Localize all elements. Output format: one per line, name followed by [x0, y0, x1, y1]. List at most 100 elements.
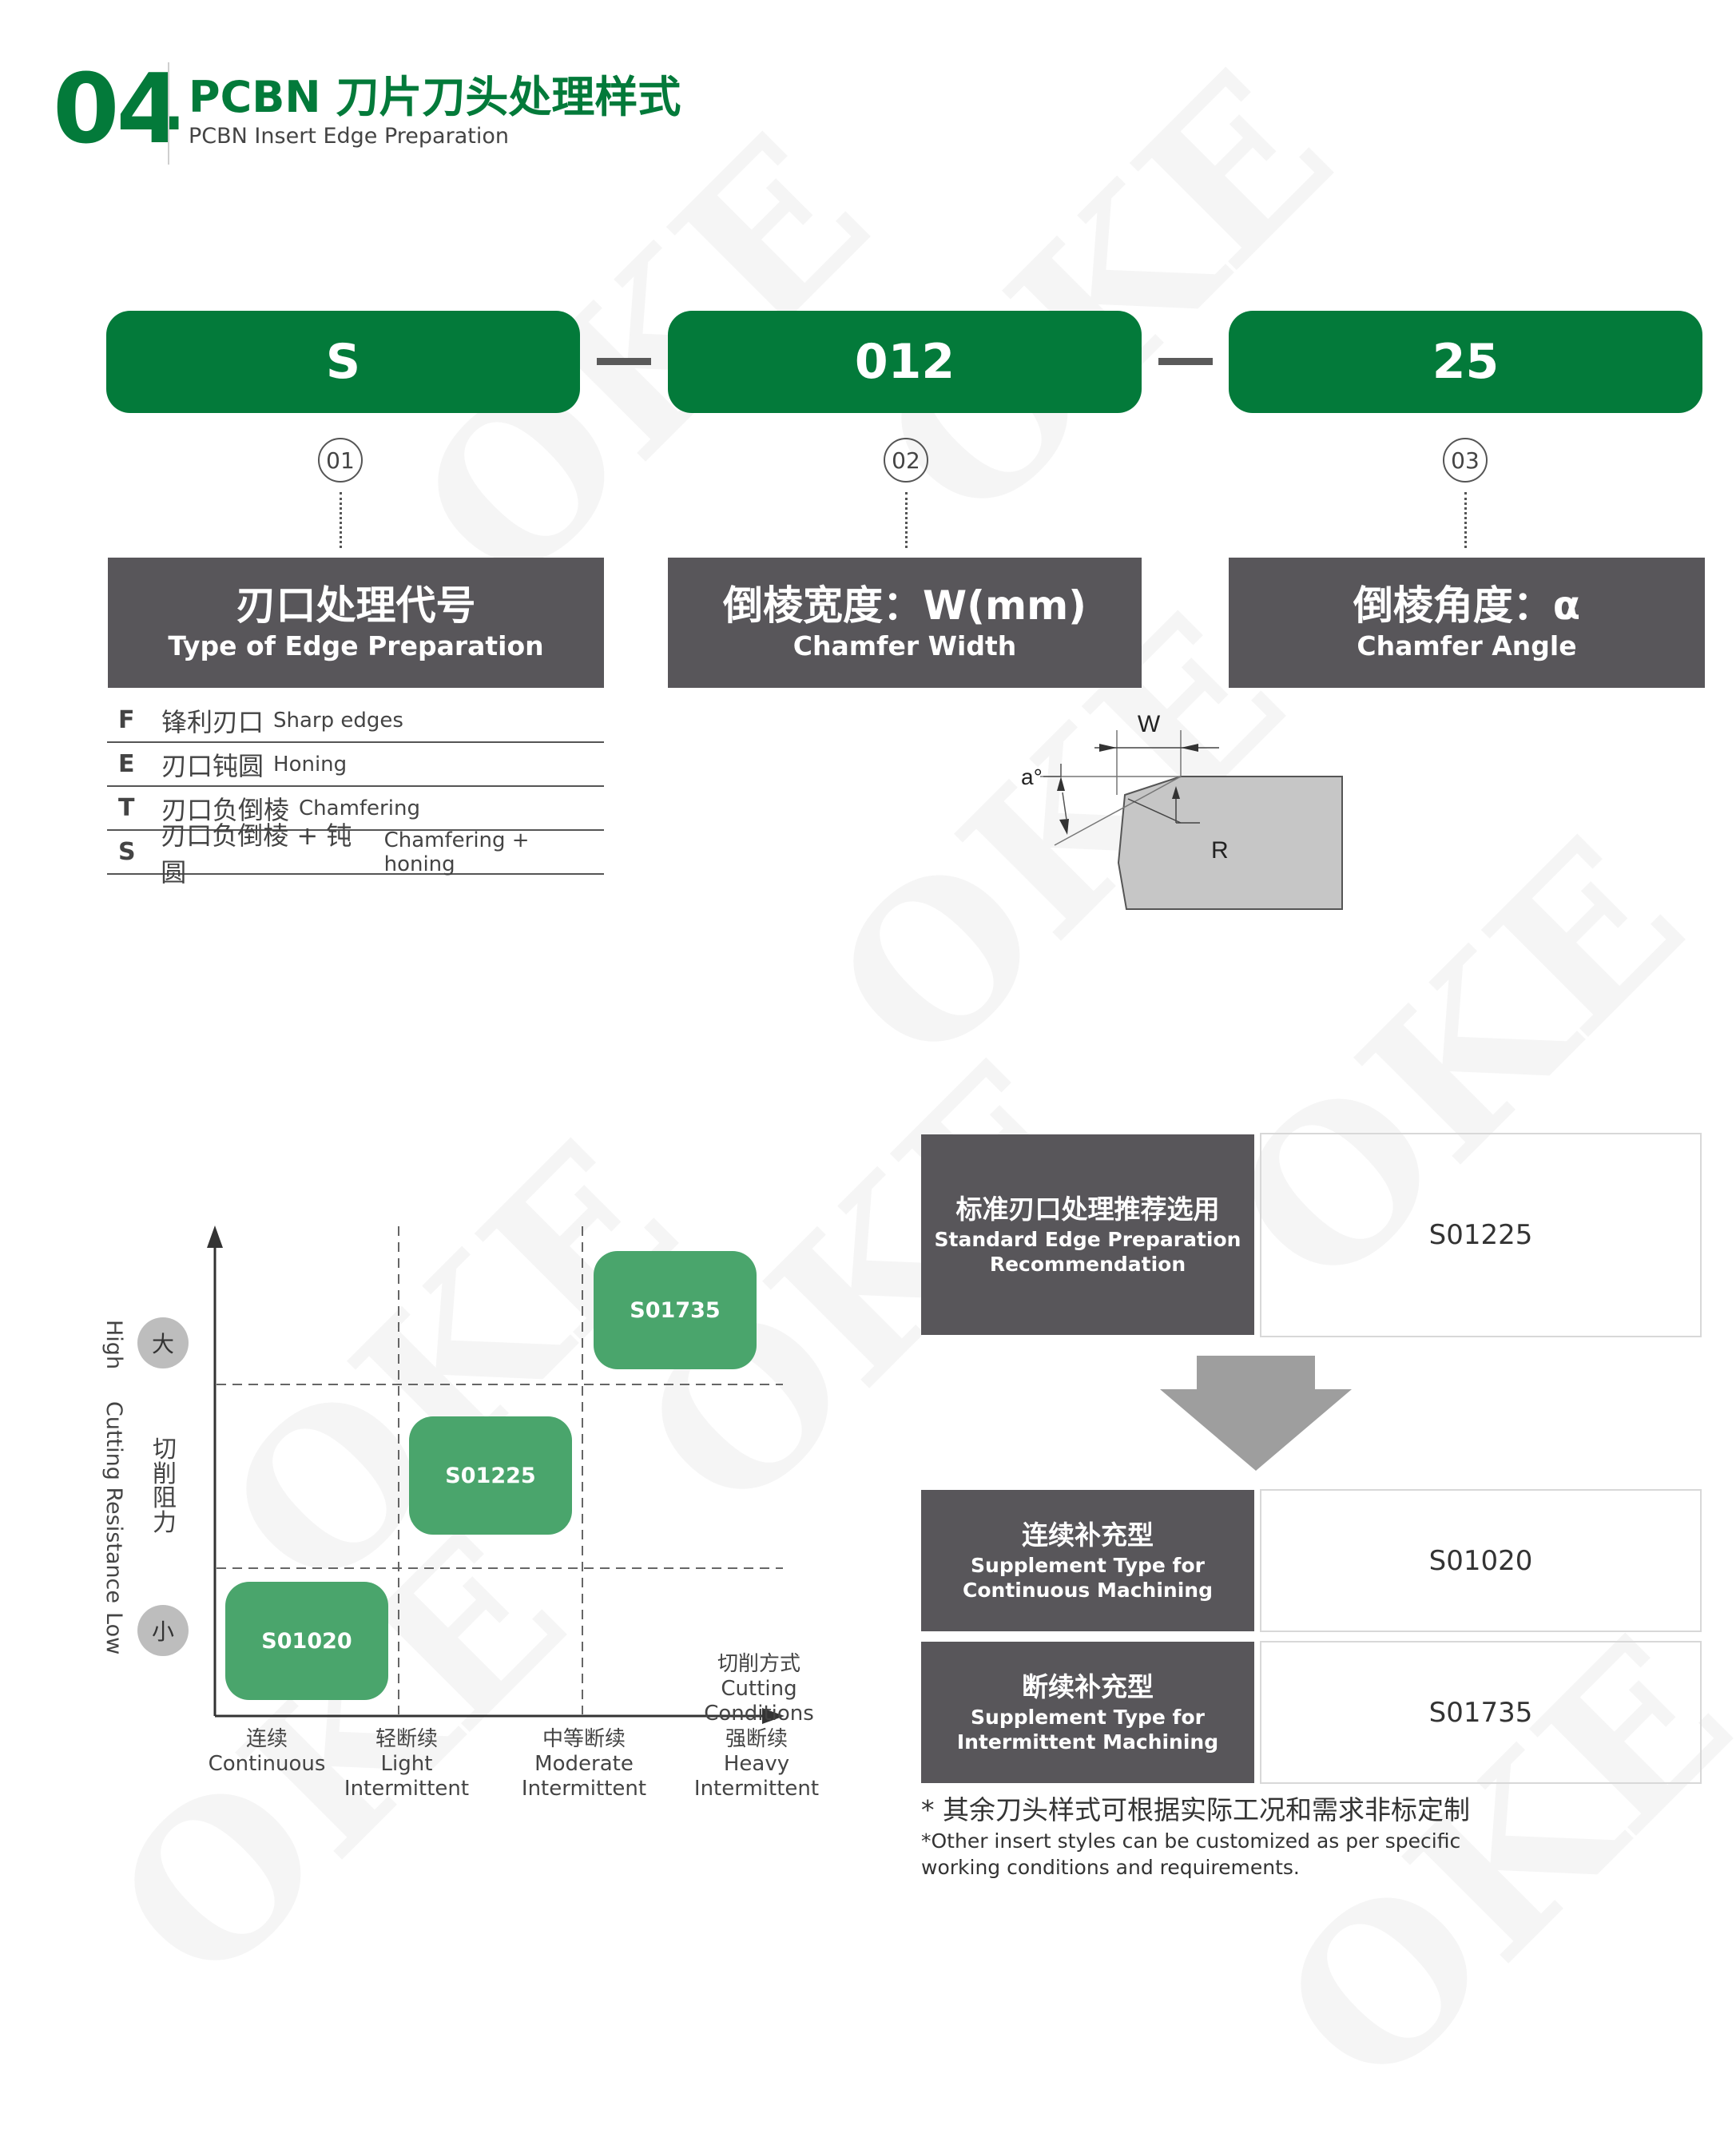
arrow-head — [1172, 786, 1180, 799]
edge-type-cn: 锋利刃口 — [161, 706, 264, 737]
edge-type-en: Chamfering — [299, 796, 420, 820]
x-category-en: Intermittent — [693, 1777, 820, 1801]
down-arrow-icon — [1160, 1356, 1352, 1471]
rec-label-en: Continuous Machining — [963, 1578, 1213, 1602]
x-category-en: Light — [380, 1752, 433, 1777]
header-edge-type-en: Type of Edge Preparation — [168, 630, 544, 662]
x-title-en: Cutting Conditions — [704, 1677, 814, 1726]
code-part-type: S — [106, 311, 580, 413]
header-chamfer-width-cn: 倒棱宽度：W(mm) — [722, 582, 1087, 630]
arrow-head — [1181, 744, 1198, 752]
y-label-high: High — [101, 1320, 126, 1370]
edge-type-en: Chamfering + honing — [383, 828, 530, 876]
edge-type-cn: 刃口负倒棱 — [161, 794, 290, 825]
arrow-head — [1099, 744, 1117, 752]
edge-type-en: Honing — [273, 752, 348, 777]
angle-arc — [1062, 792, 1067, 820]
x-category-en: Continuous — [208, 1752, 326, 1777]
edge-type-row: T 刃口负倒棱 Chamfering — [107, 787, 604, 831]
rec-continuous-value: S01020 — [1260, 1489, 1702, 1632]
selection-matrix — [207, 1225, 785, 1724]
edge-type-cn: 刃口钝圆 — [161, 750, 264, 781]
code-separator — [1158, 358, 1213, 365]
header-chamfer-angle-cn: 倒棱角度：α — [1353, 582, 1581, 630]
angle-bracket — [1043, 764, 1062, 777]
header-chamfer-width: 倒棱宽度：W(mm) Chamfer Width — [668, 558, 1142, 688]
x-category-cn: 中等断续 — [542, 1727, 626, 1751]
rec-label-cn: 标准刃口处理推荐选用 — [955, 1193, 1220, 1225]
section-number: 04 — [53, 54, 183, 165]
rec-label-cn: 连续补充型 — [1022, 1519, 1154, 1551]
code-part-angle: 25 — [1229, 311, 1702, 413]
x-title: 切削方式 Cutting Conditions — [671, 1652, 847, 1727]
dotted-connector — [1464, 492, 1467, 548]
rec-label-en: Intermittent Machining — [956, 1730, 1219, 1754]
rec-intermittent-value: S01735 — [1260, 1641, 1702, 1784]
note-cn: * 其余刀头样式可根据实际工况和需求非标定制 — [921, 1794, 1470, 1825]
x-category: 强断续 Heavy Intermittent — [669, 1727, 844, 1802]
r-label: R — [1211, 837, 1229, 864]
x-category: 轻断续 Light Intermittent — [319, 1727, 495, 1802]
x-category-en: Heavy — [723, 1752, 790, 1777]
y-label-en: Cutting Resistance — [101, 1401, 126, 1603]
rec-standard-label: 标准刃口处理推荐选用 Standard Edge Preparation Rec… — [921, 1134, 1254, 1335]
note-en: *Other insert styles can be customized a… — [921, 1829, 1461, 1879]
edge-type-code: S — [118, 838, 136, 866]
code-part-width: 012 — [668, 311, 1142, 413]
index-circle: 01 — [318, 438, 363, 483]
header-edge-type-cn: 刃口处理代号 — [236, 582, 476, 630]
x-axis-arrow — [762, 1708, 785, 1724]
x-category-en: Intermittent — [344, 1777, 470, 1801]
header-chamfer-angle-en: Chamfer Angle — [1357, 630, 1577, 662]
insert-profile — [1117, 776, 1343, 910]
rec-standard-value: S01225 — [1260, 1133, 1702, 1337]
rec-label-cn: 断续补充型 — [1022, 1670, 1154, 1702]
arrow-head — [1057, 777, 1065, 791]
rec-continuous-label: 连续补充型 Supplement Type for Continuous Mac… — [921, 1490, 1254, 1631]
section-divider — [168, 62, 169, 165]
angle-chamfer-line — [1054, 776, 1182, 846]
section-title: PCBN 刀片刀头处理样式 — [189, 72, 681, 122]
y-label-low: Low — [101, 1612, 126, 1655]
w-label: W — [1138, 711, 1161, 737]
chip-s01225: S01225 — [409, 1416, 572, 1535]
arrow-head — [1059, 819, 1069, 835]
code-separator — [597, 358, 651, 365]
y-high-marker: 大 — [137, 1317, 189, 1368]
rec-label-en: Supplement Type for — [971, 1553, 1205, 1577]
index-circle: 03 — [1443, 438, 1488, 483]
rec-label-en: Recommendation — [989, 1252, 1186, 1276]
edge-type-row: S 刃口负倒棱 + 钝圆 Chamfering + honing — [107, 820, 604, 888]
index-circle: 02 — [884, 438, 928, 483]
rec-label-en: Supplement Type for — [971, 1705, 1205, 1729]
x-category-cn: 强断续 — [725, 1727, 788, 1751]
edge-type-code: T — [118, 794, 135, 822]
x-category-en: Intermittent — [521, 1777, 647, 1801]
header-edge-type: 刃口处理代号 Type of Edge Preparation — [108, 558, 604, 688]
chip-s01735: S01735 — [594, 1251, 757, 1369]
dotted-connector — [340, 492, 342, 548]
header-chamfer-angle: 倒棱角度：α Chamfer Angle — [1229, 558, 1705, 688]
x-category: 中等断续 Moderate Intermittent — [496, 1727, 672, 1802]
a-label: a° — [1021, 765, 1043, 789]
y-axis-arrow — [207, 1225, 223, 1248]
down-arrow-shape — [1160, 1356, 1352, 1471]
edge-type-cn: 刃口负倒棱 + 钝圆 — [161, 820, 352, 888]
dotted-connector — [905, 492, 908, 548]
x-category-cn: 连续 — [245, 1727, 288, 1751]
chip-s01020: S01020 — [225, 1582, 388, 1700]
edge-type-row: F 锋利刃口 Sharp edges — [107, 699, 604, 743]
x-category: 连续 Continuous — [179, 1727, 355, 1777]
y-label-cn: 切削阻力 — [153, 1436, 177, 1537]
edge-type-row: E 刃口钝圆 Honing — [107, 743, 604, 787]
x-title-cn: 切削方式 — [717, 1652, 800, 1676]
edge-type-code: E — [118, 750, 135, 778]
section-subtitle: PCBN Insert Edge Preparation — [189, 124, 509, 149]
x-category-en: Moderate — [534, 1752, 634, 1777]
x-category-cn: 轻断续 — [375, 1727, 438, 1751]
header-chamfer-width-en: Chamfer Width — [793, 630, 1017, 662]
r-leader — [1127, 798, 1182, 824]
rec-label-en: Standard Edge Preparation — [934, 1227, 1241, 1251]
edge-type-code: F — [118, 706, 135, 734]
rec-intermittent-label: 断续补充型 Supplement Type for Intermittent M… — [921, 1642, 1254, 1783]
